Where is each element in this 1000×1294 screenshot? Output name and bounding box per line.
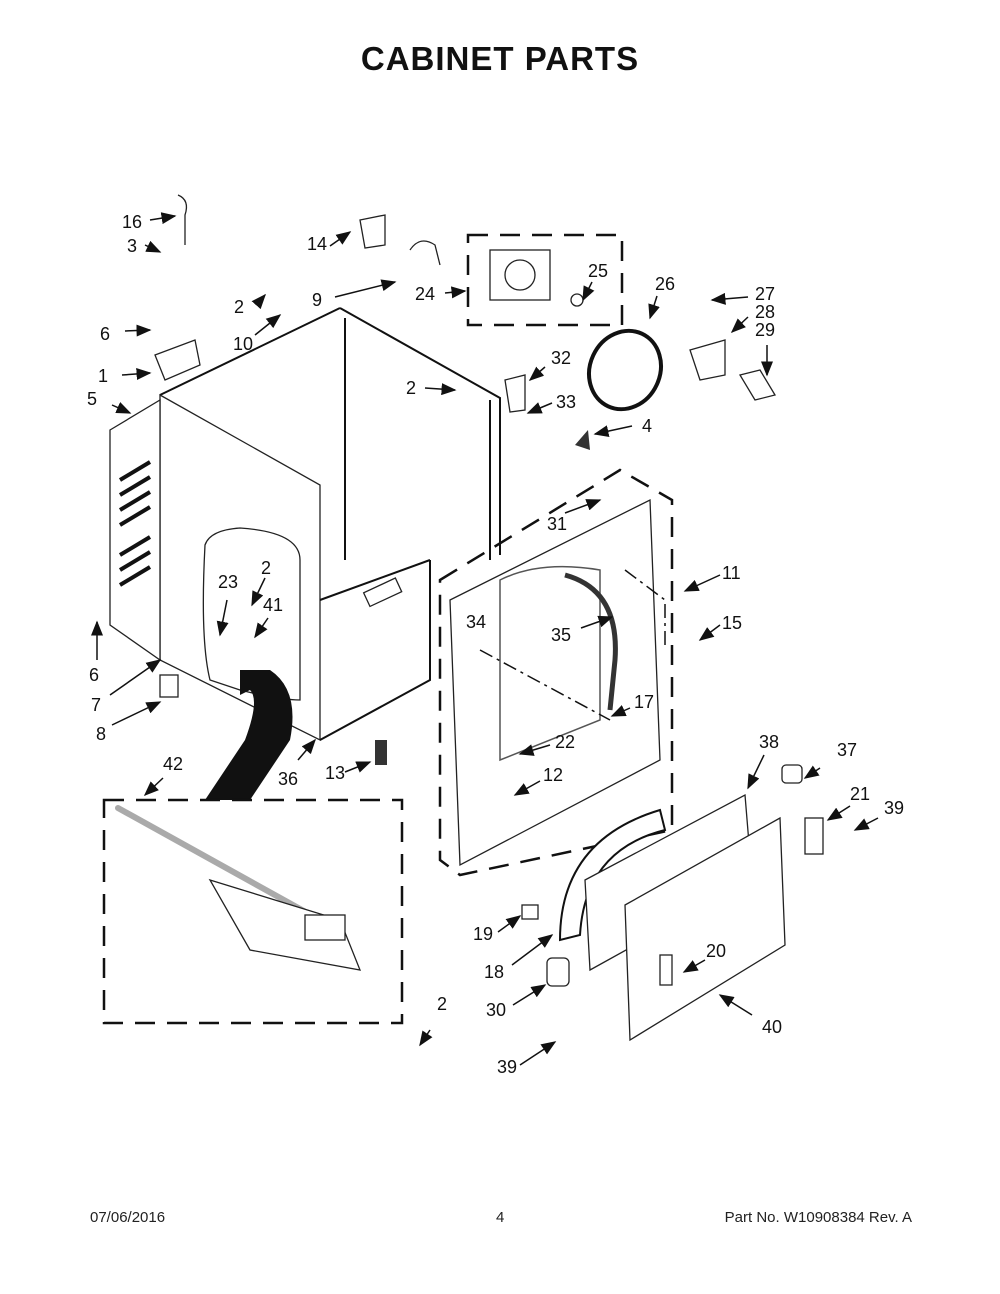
callout-37: 37 — [837, 740, 857, 760]
callout-25: 25 — [588, 261, 608, 281]
callout-28: 28 — [755, 302, 775, 322]
callout-36: 36 — [278, 769, 298, 789]
callout-17: 17 — [634, 692, 654, 712]
footer-part-number: Part No. W10908384 Rev. A — [724, 1209, 912, 1226]
page-title: CABINET PARTS — [360, 40, 640, 77]
callout-21: 21 — [850, 784, 870, 804]
cabinet-body — [109, 307, 501, 800]
callout-2: 2 — [261, 558, 271, 578]
callout-6: 6 — [100, 324, 110, 344]
callout-33: 33 — [556, 392, 576, 412]
callout-6: 6 — [89, 665, 99, 685]
callout-15: 15 — [722, 613, 742, 633]
callout-labels: 16 3 2 10 14 9 24 25 26 27 28 29 6 1 5 2… — [87, 212, 904, 1077]
callout-20: 20 — [706, 941, 726, 961]
callout-39: 39 — [884, 798, 904, 818]
callout-39: 39 — [497, 1057, 517, 1077]
callout-8: 8 — [96, 724, 106, 744]
callout-42: 42 — [163, 754, 183, 774]
callout-19: 19 — [473, 924, 493, 944]
motor-assembly — [466, 233, 624, 327]
callout-29: 29 — [755, 320, 775, 340]
callout-2: 2 — [234, 297, 244, 317]
callout-11: 11 — [722, 563, 741, 583]
callout-12: 12 — [543, 765, 563, 785]
callout-31: 31 — [547, 514, 567, 534]
door-assembly — [558, 764, 824, 1042]
callout-1: 1 — [98, 366, 108, 386]
callout-18: 18 — [484, 962, 504, 982]
callout-26: 26 — [655, 274, 675, 294]
callout-2: 2 — [406, 378, 416, 398]
callout-30: 30 — [486, 1000, 506, 1020]
leader-arrows — [91, 212, 879, 1066]
callout-9: 9 — [312, 290, 322, 310]
callout-23: 23 — [218, 572, 238, 592]
callout-10: 10 — [233, 334, 253, 354]
callout-27: 27 — [755, 284, 775, 304]
callout-24: 24 — [415, 284, 435, 304]
callout-13: 13 — [325, 763, 345, 783]
small-parts — [154, 194, 777, 987]
callout-34: 34 — [466, 612, 486, 632]
callout-22: 22 — [555, 732, 575, 752]
drive-belt — [587, 328, 663, 412]
callout-32: 32 — [551, 348, 571, 368]
callout-2: 2 — [437, 994, 447, 1014]
callout-14: 14 — [307, 234, 327, 254]
burner-assembly — [102, 798, 404, 1025]
callout-41: 41 — [263, 595, 283, 615]
callout-4: 4 — [642, 416, 652, 436]
callout-16: 16 — [122, 212, 142, 232]
callout-40: 40 — [762, 1017, 782, 1037]
callout-38: 38 — [759, 732, 779, 752]
callout-3: 3 — [127, 236, 137, 256]
footer-date: 07/06/2016 — [90, 1209, 166, 1226]
callout-7: 7 — [91, 695, 101, 715]
footer-page-number: 4 — [496, 1209, 505, 1226]
callout-5: 5 — [87, 389, 97, 409]
callout-35: 35 — [551, 625, 571, 645]
